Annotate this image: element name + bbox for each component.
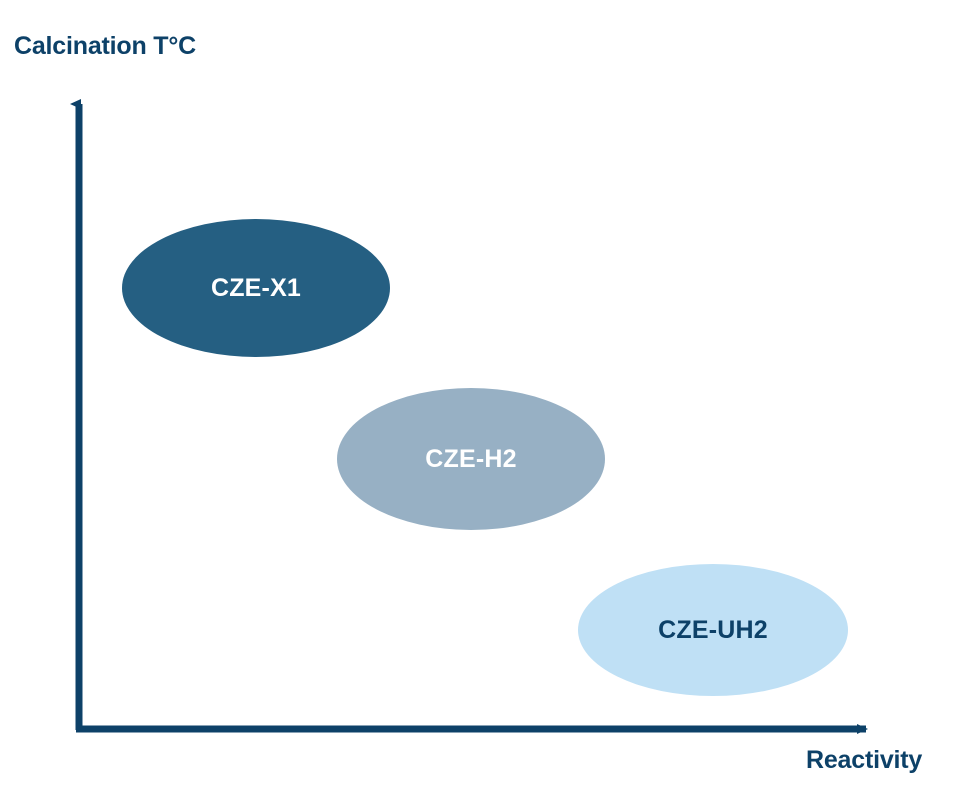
bubble-cze-h2[interactable]: CZE-H2	[337, 388, 605, 530]
bubble-cze-x1[interactable]: CZE-X1	[122, 219, 390, 357]
x-axis-title: Reactivity	[806, 746, 923, 774]
bubble-cze-uh2[interactable]: CZE-UH2	[578, 564, 848, 696]
bubble-label: CZE-X1	[210, 273, 302, 302]
y-axis-title: Calcination T°C	[14, 32, 197, 60]
bubble-label: CZE-H2	[425, 444, 517, 473]
bubble-label: CZE-UH2	[658, 615, 768, 644]
